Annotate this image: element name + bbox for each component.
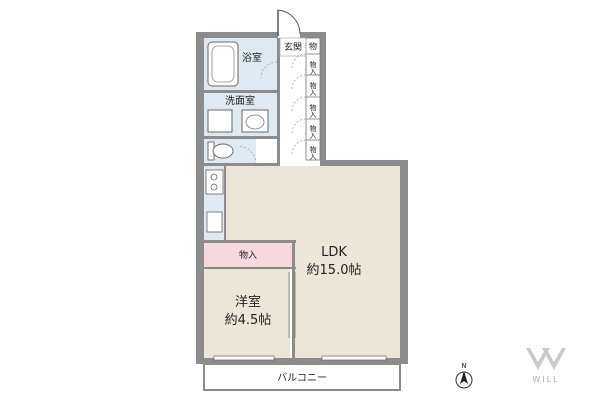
sink-icon [241, 109, 269, 133]
entrance-door [277, 9, 301, 38]
will-logo-icon [526, 348, 566, 370]
closet-label: 物入 [239, 249, 257, 261]
bath-label: 浴室 [242, 51, 262, 64]
bath-door-swing [260, 61, 278, 79]
ldk-size: 約15.0帖 [307, 263, 362, 278]
hall-door-swings [291, 53, 307, 155]
western-room-floor [204, 268, 290, 358]
storage-label-top: 物 [309, 41, 317, 51]
toilet-icon [207, 141, 234, 161]
balcony [203, 363, 401, 391]
storage-label: 物入 [309, 60, 317, 75]
washroom-label: 洗面室 [225, 94, 255, 107]
kitchen-sink-icon [206, 211, 223, 233]
ldk-floor [226, 166, 400, 358]
entrance-label: 玄関 [284, 41, 302, 53]
storage-label: 物入 [309, 103, 317, 118]
compass-north-label: N [461, 362, 466, 370]
balcony-label: バルコニー [277, 372, 327, 384]
north-compass-icon [455, 371, 473, 389]
closet-floor [204, 242, 292, 268]
stove-icon [205, 169, 224, 195]
storage-label: 物入 [309, 145, 317, 160]
storage-label: 物入 [309, 124, 317, 139]
balcony-windows [213, 355, 387, 361]
walls [196, 32, 408, 364]
washing-machine-icon [207, 109, 233, 133]
western-room-name: 洋室 [235, 294, 261, 310]
logo-text: WILL [532, 375, 559, 384]
western-room-size: 約4.5帖 [225, 313, 272, 328]
western-sliding-door [288, 272, 296, 338]
bathtub-icon [207, 41, 239, 87]
ldk-name: LDK [321, 245, 347, 260]
hallway-floor [280, 38, 306, 164]
toilet-door-swing [237, 145, 257, 165]
storage-column [305, 37, 321, 161]
storage-label: 物入 [309, 81, 317, 96]
entrance-step [279, 37, 307, 57]
